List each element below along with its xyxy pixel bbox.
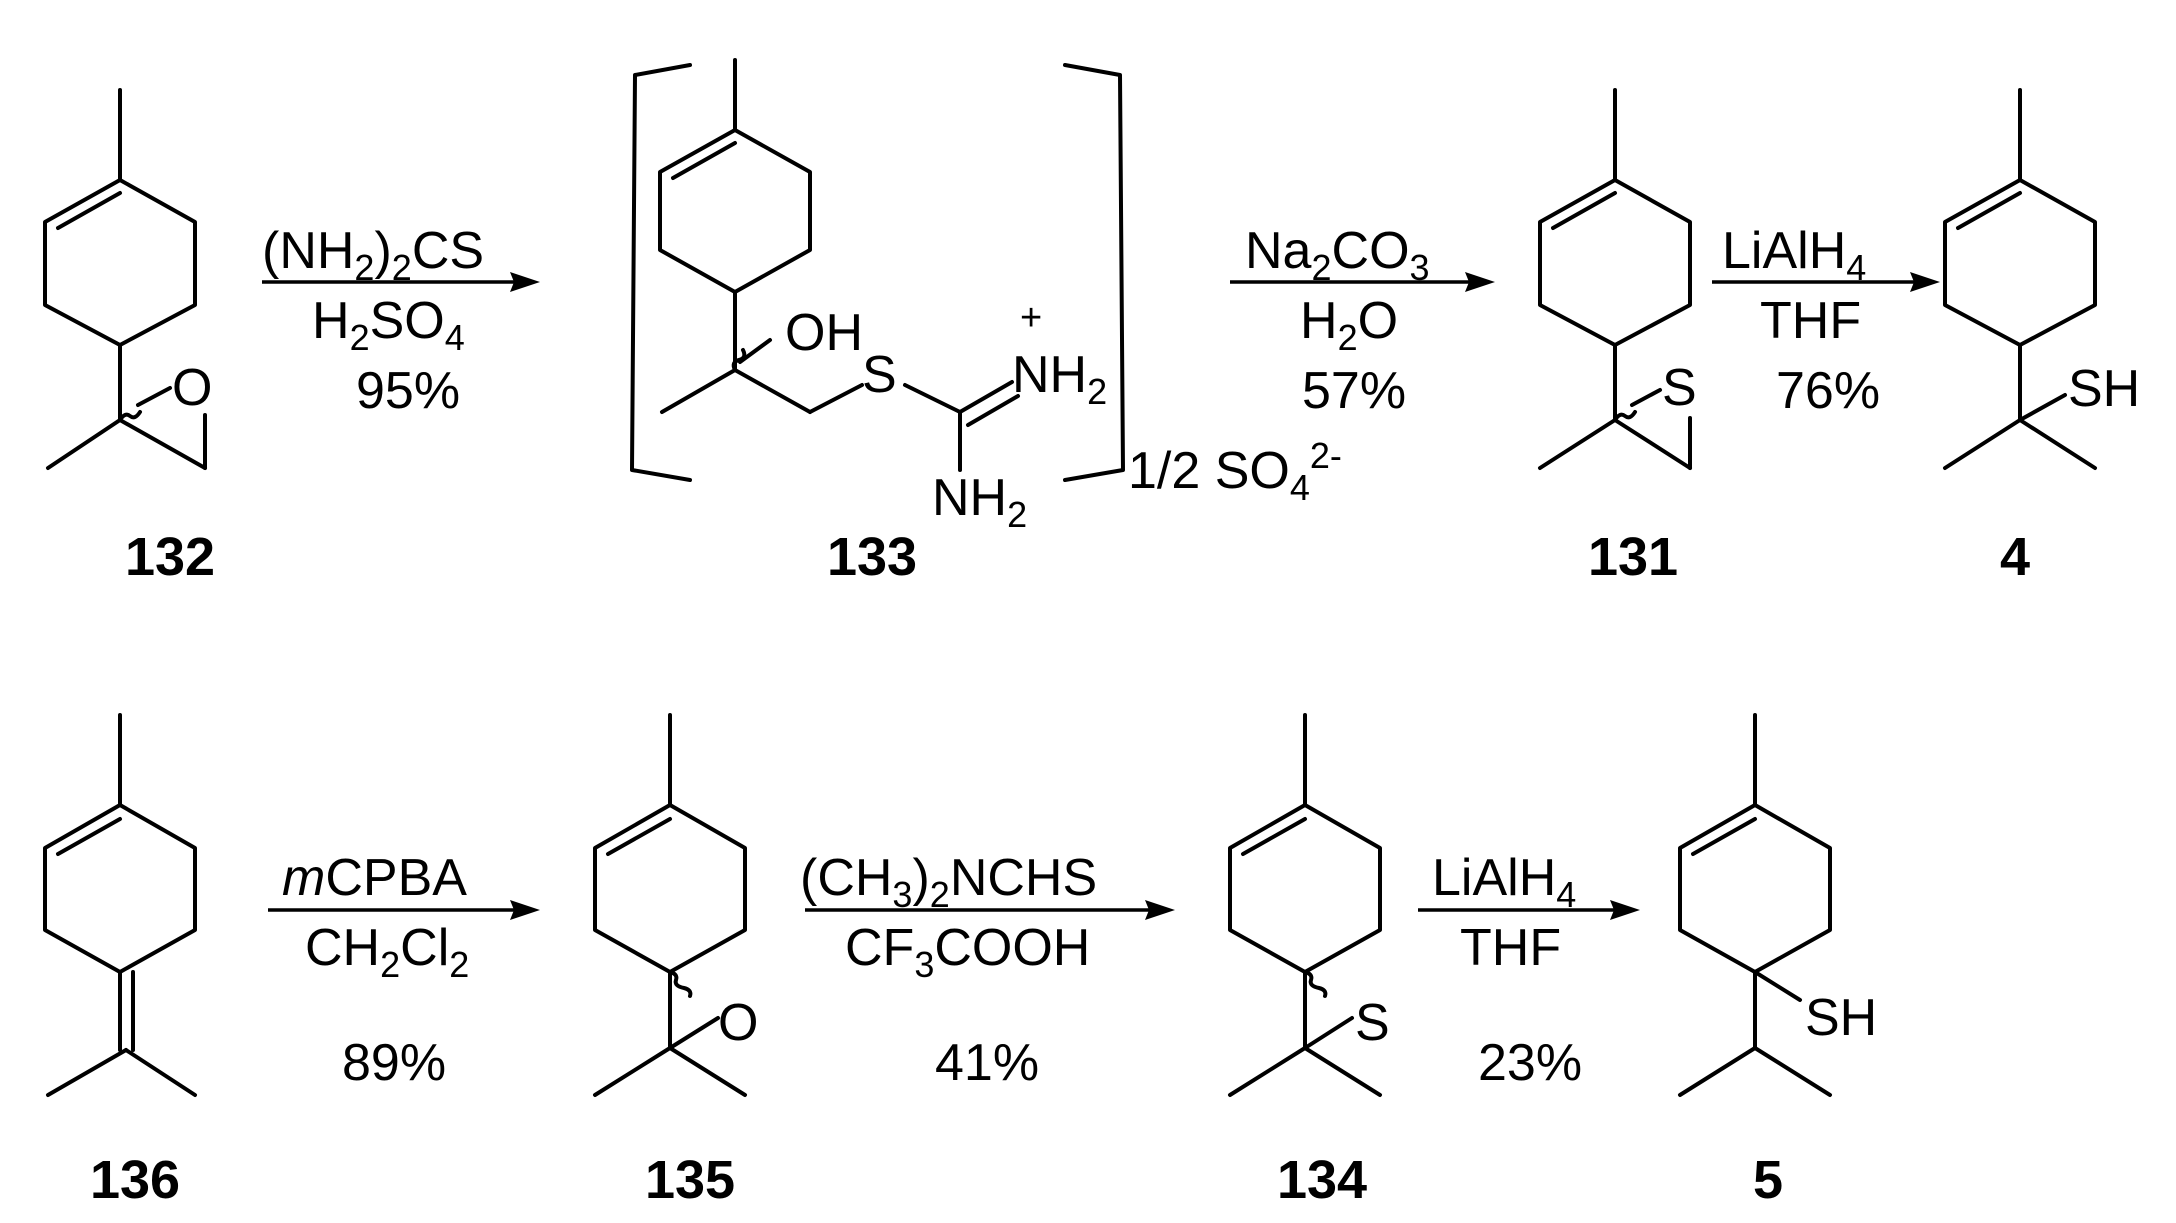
compound-label-4: 4: [2000, 527, 2030, 587]
reagent-3-yield: 76%: [1776, 362, 1880, 420]
atom-o: O: [718, 994, 758, 1052]
reaction-1: (NH2)2CS H2SO4 95%: [262, 222, 540, 420]
reagent-4-line2: CH2Cl2: [305, 919, 469, 985]
reagent-1-yield: 95%: [356, 362, 460, 420]
compound-131-structure: S 131: [1538, 88, 1697, 587]
reagent-2-line2: H2O: [1300, 292, 1398, 358]
atom-s: S: [862, 346, 897, 404]
reagent-3-line1: LiAlH4: [1722, 222, 1866, 288]
compound-label-133: 133: [827, 527, 917, 587]
atom-o: O: [172, 359, 212, 417]
compound-136-structure: 136: [43, 713, 197, 1210]
reaction-5: (CH3)2NCHS CF3COOH 41%: [800, 849, 1175, 1092]
atom-sh: SH: [1805, 989, 1877, 1047]
reagent-2-line1: Na2CO3: [1245, 222, 1430, 288]
reagent-4-yield: 89%: [342, 1034, 446, 1092]
charge-plus: +: [1020, 297, 1042, 339]
compound-135-structure: O 135: [593, 713, 758, 1210]
reagent-5-line1: (CH3)2NCHS: [800, 849, 1097, 915]
reagent-5-yield: 41%: [935, 1034, 1039, 1092]
reagent-1-line2: H2SO4: [312, 292, 465, 358]
compound-132-structure: O 132: [43, 88, 215, 587]
compound-label-132: 132: [125, 527, 215, 587]
reagent-3-line2: THF: [1760, 292, 1861, 350]
atom-s: S: [1355, 994, 1390, 1052]
reaction-6: LiAlH4 THF 23%: [1418, 849, 1640, 1092]
atom-nh2-lower: NH2: [932, 469, 1027, 535]
reagent-6-line1: LiAlH4: [1432, 849, 1576, 915]
compound-label-136: 136: [90, 1150, 180, 1210]
atom-nh2-upper: NH2: [1012, 346, 1107, 412]
counterion: 1/2 SO42-: [1128, 435, 1342, 508]
reagent-1-line1: (NH2)2CS: [262, 222, 484, 288]
reagent-2-yield: 57%: [1302, 362, 1406, 420]
reaction-2: Na2CO3 H2O 57%: [1230, 222, 1495, 420]
compound-label-135: 135: [645, 1150, 735, 1210]
compound-5-structure: SH 5: [1678, 713, 1877, 1210]
compound-4-structure: SH 4: [1943, 88, 2140, 587]
atom-oh: OH: [785, 304, 863, 362]
atom-sh: SH: [2068, 360, 2140, 418]
reagent-6-yield: 23%: [1478, 1034, 1582, 1092]
compound-133-structure: OH S NH2 + NH2 1/2 SO42- 133: [630, 58, 1342, 587]
compound-label-131: 131: [1588, 527, 1678, 587]
reaction-4: mCPBA CH2Cl2 89%: [268, 849, 540, 1092]
reagent-6-line2: THF: [1460, 919, 1561, 977]
compound-134-structure: S 134: [1228, 713, 1390, 1210]
compound-label-134: 134: [1277, 1150, 1367, 1210]
compound-label-5: 5: [1753, 1150, 1783, 1210]
reaction-3: LiAlH4 THF 76%: [1712, 222, 1940, 420]
reagent-4-line1: mCPBA: [282, 849, 467, 907]
atom-s: S: [1662, 359, 1697, 417]
reagent-5-line2: CF3COOH: [845, 919, 1090, 985]
